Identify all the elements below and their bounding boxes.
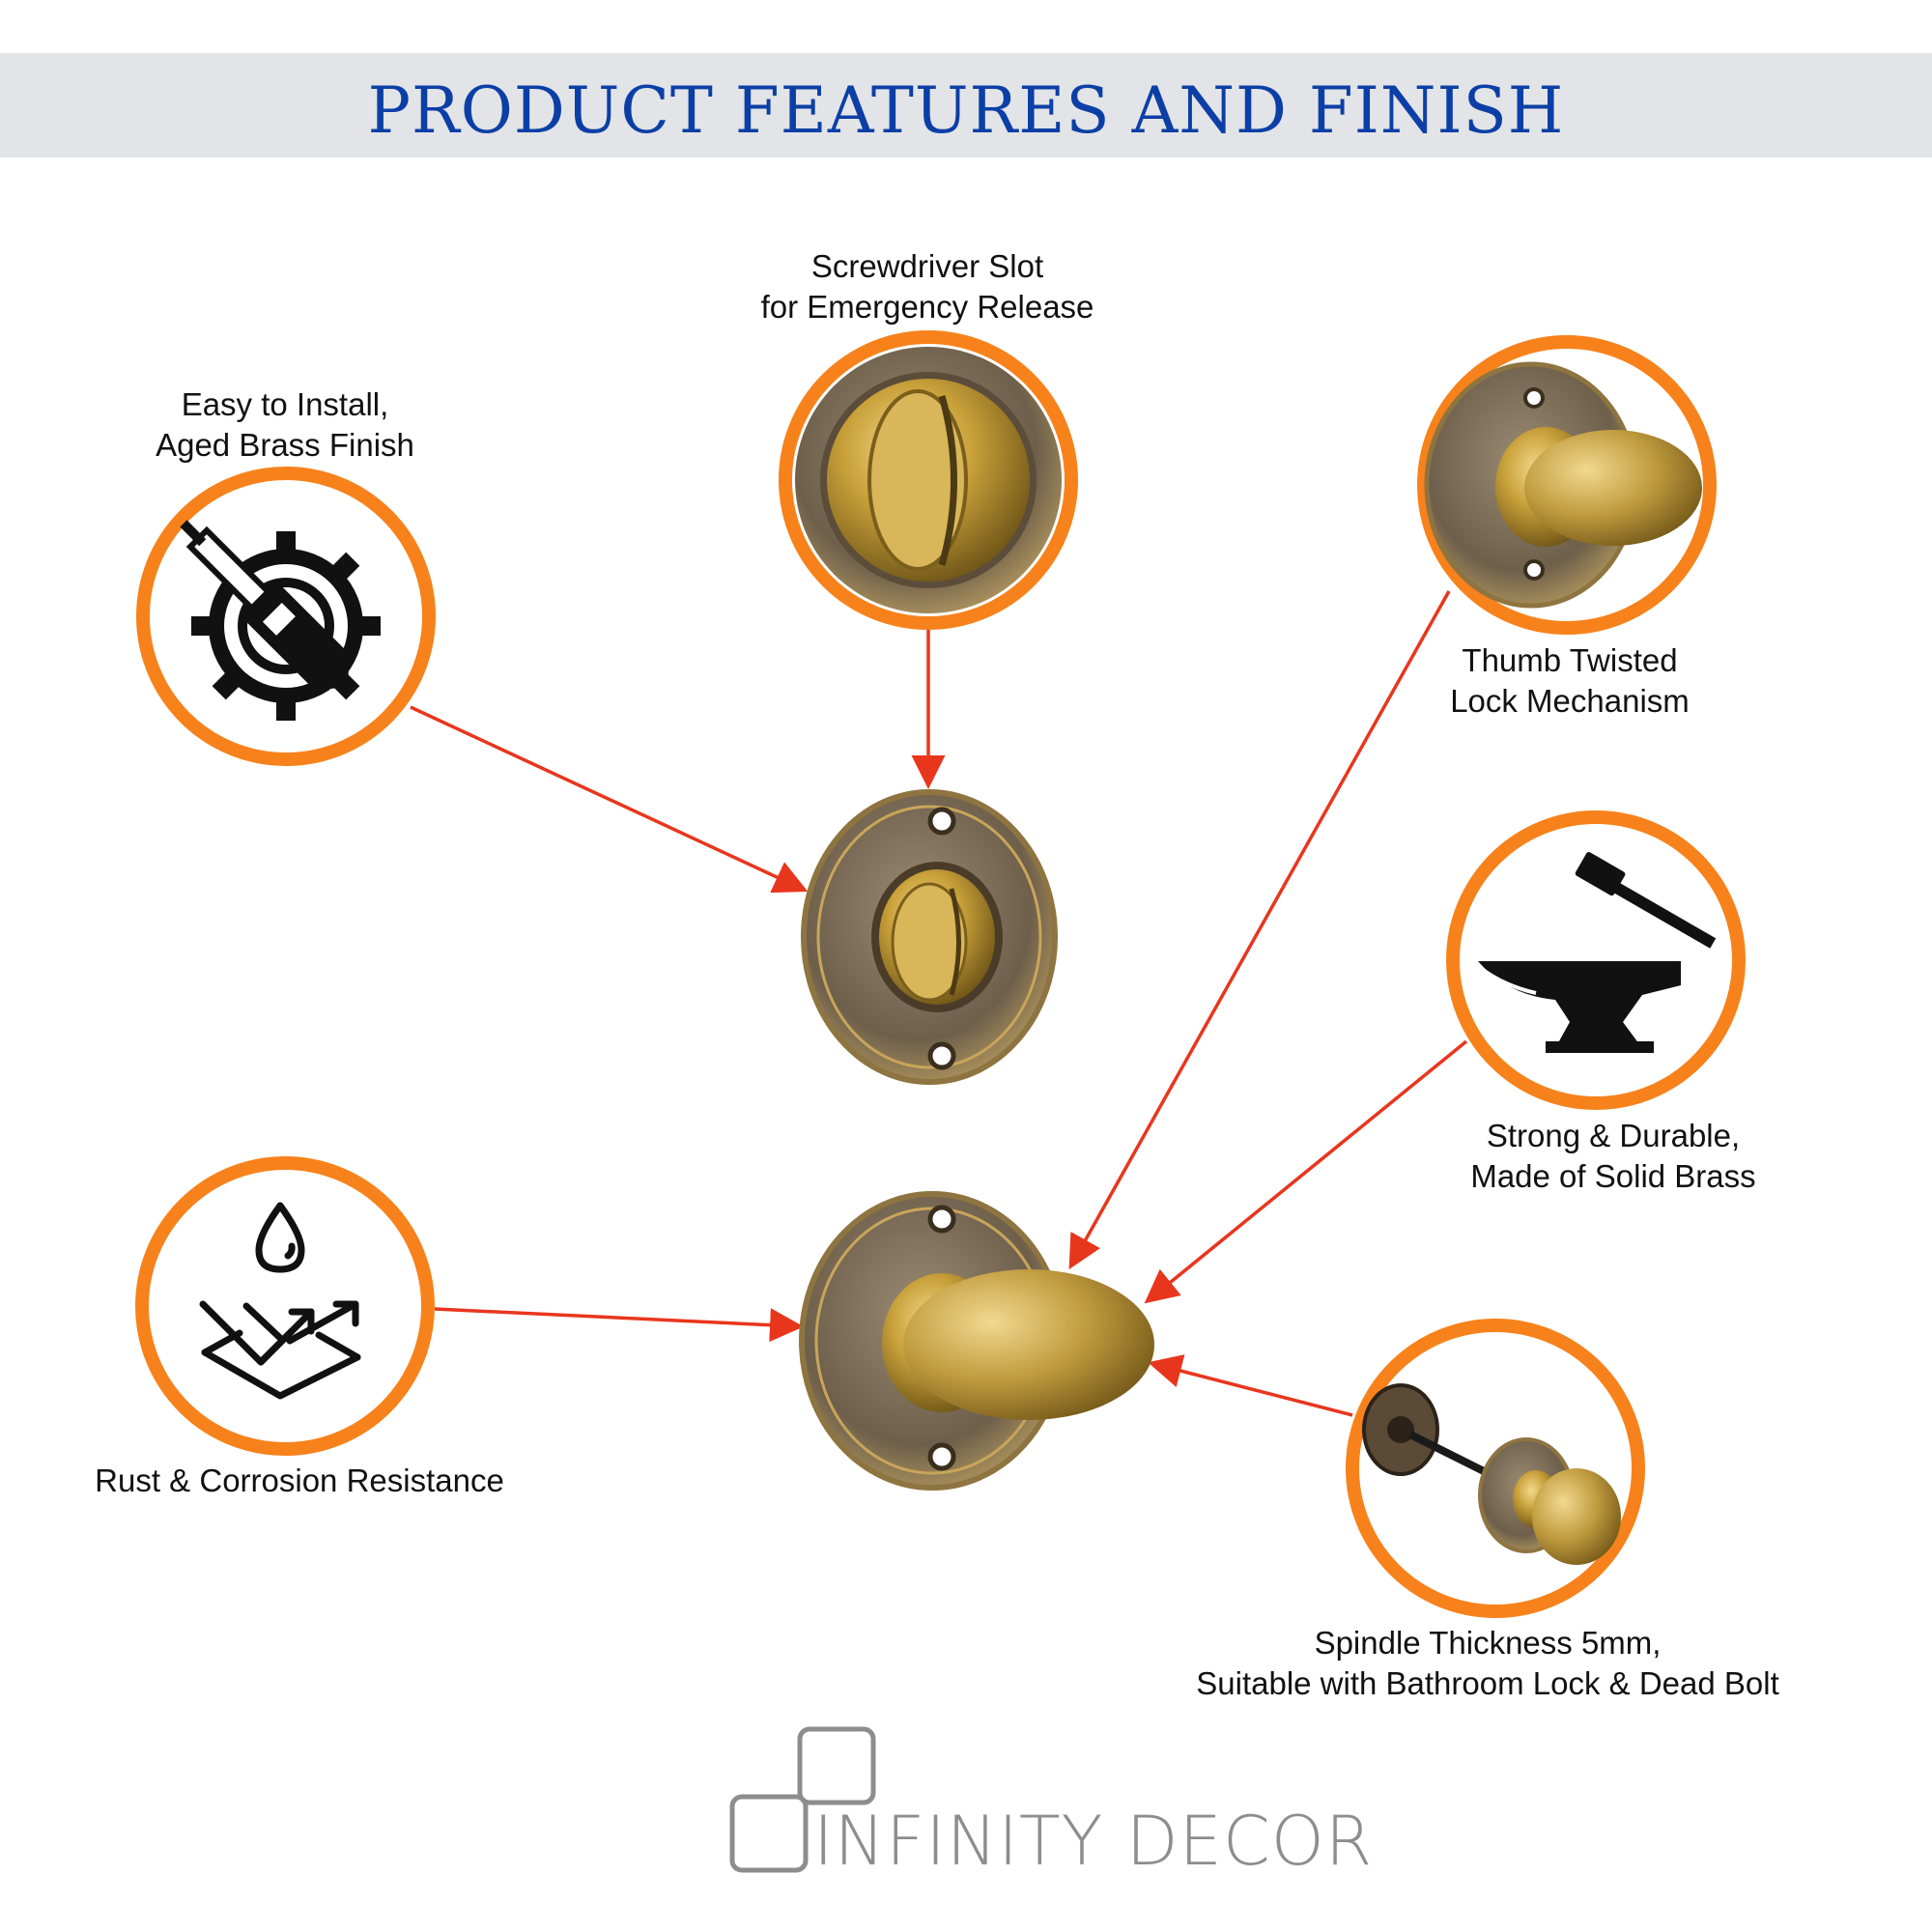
arrow-easy-install [410, 705, 809, 894]
center-knob-photo [799, 1191, 1154, 1491]
label-spindle: Spindle Thickness 5mm, Suitable with Bat… [1196, 1625, 1779, 1701]
label-easy-install: Easy to Install, Aged Brass Finish [156, 386, 414, 463]
page-title: PRODUCT FEATURES AND FINISH [367, 73, 1565, 148]
label-screwdriver-slot: Screwdriver Slot for Emergency Release [760, 248, 1094, 325]
rust-resistance-badge [135, 1156, 435, 1456]
center-thumbturn-photo [801, 789, 1058, 1085]
brand-logo-icon [729, 1726, 876, 1873]
thumb-twist-photo [1417, 335, 1717, 635]
water-drop-layers-icon [199, 1202, 361, 1400]
arrow-thumb-twist [1068, 590, 1451, 1270]
screwdriver-slot-photo [779, 330, 1078, 630]
label-strong-durable: Strong & Durable, Made of Solid Brass [1470, 1118, 1756, 1194]
arrow-rust [434, 1307, 804, 1343]
label-rust-resistance: Rust & Corrosion Resistance [95, 1463, 504, 1498]
brand-name: INFINITY DECOR [813, 1802, 1374, 1881]
arrow-spindle [1148, 1354, 1353, 1417]
easy-install-badge [136, 467, 436, 766]
gear-screwdriver-icon [180, 520, 381, 721]
hammer-anvil-icon [1476, 852, 1717, 1053]
arrow-strong-durable [1144, 1039, 1468, 1304]
label-thumb-twist: Thumb Twisted Lock Mechanism [1450, 642, 1690, 719]
pointer-arrows [410, 590, 1468, 1417]
spindle-photo [1346, 1319, 1645, 1618]
strong-durable-badge [1446, 810, 1746, 1110]
header-banner [0, 53, 1932, 157]
